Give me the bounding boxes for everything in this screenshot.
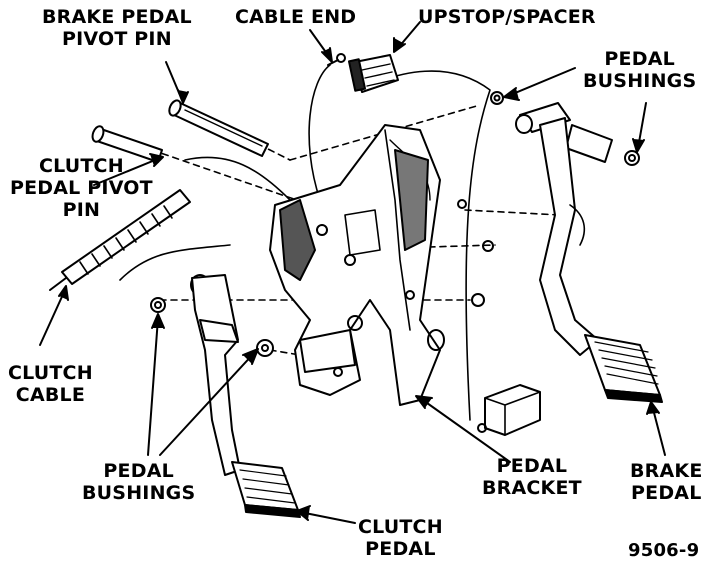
clutch-pedal-part <box>150 274 301 518</box>
pedal-bracket-label: PEDAL BRACKET <box>482 455 582 499</box>
top-pedal-bushings <box>490 91 640 166</box>
brake-pedal-pivot-pin-label: BRAKE PEDAL PIVOT PIN <box>42 6 192 50</box>
clutch-cable-part <box>49 189 191 291</box>
pedal-bushings-bottom-label: PEDAL BUSHINGS <box>82 460 196 504</box>
figure-number: 9506-9 <box>628 540 700 561</box>
cable-routing <box>119 64 491 421</box>
switch-block <box>477 384 541 436</box>
brake-pedal-part <box>515 102 663 403</box>
brake-pedal-label: BRAKE PEDAL <box>630 460 703 504</box>
clutch-cable-label: CLUTCH CABLE <box>8 362 93 406</box>
cable-end-part <box>327 53 346 66</box>
brake-pivot-pin <box>168 99 269 157</box>
cable-end-label: CABLE END <box>235 6 357 28</box>
upstop-spacer-part <box>347 54 399 93</box>
clutch-pedal-pivot-pin-label: CLUTCH PEDAL PIVOT PIN <box>10 155 153 221</box>
leader-arrows <box>39 21 666 524</box>
pedal-bracket-part <box>269 124 445 406</box>
pedal-bushings-top-label: PEDAL BUSHINGS <box>583 48 697 92</box>
bracket-bushings <box>457 199 494 307</box>
upstop-spacer-label: UPSTOP/SPACER <box>418 6 596 28</box>
clutch-pedal-label: CLUTCH PEDAL <box>358 516 443 560</box>
